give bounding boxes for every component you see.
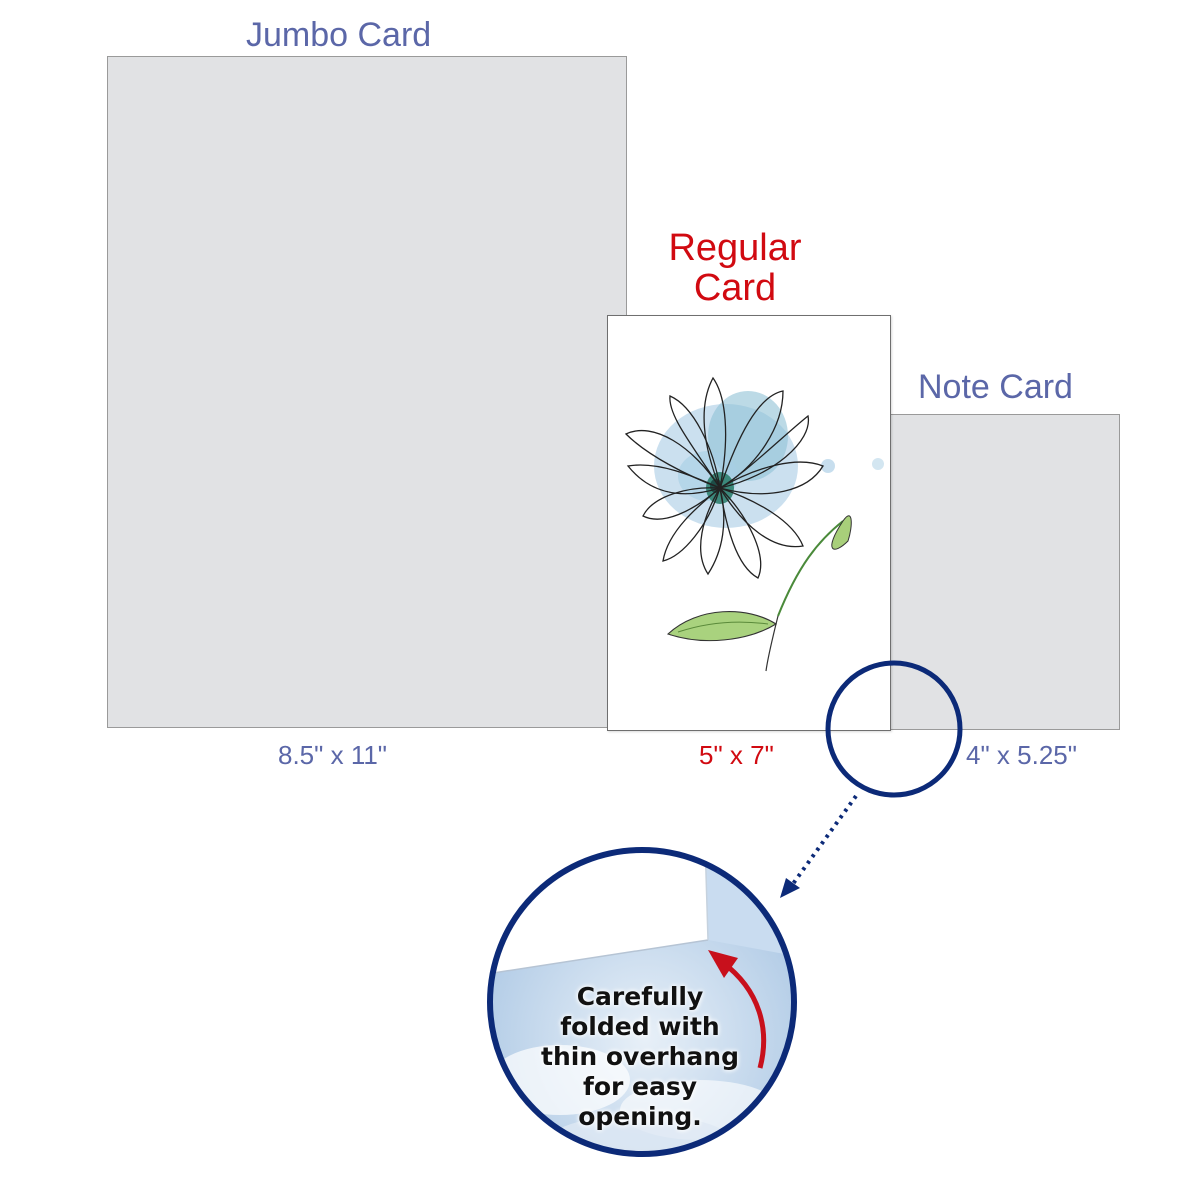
flower-illustration xyxy=(624,376,884,672)
jumbo-card xyxy=(107,56,627,728)
magnify-circle-icon xyxy=(825,660,963,798)
dotted-arrow-icon xyxy=(780,794,858,898)
jumbo-card-title: Jumbo Card xyxy=(246,16,432,54)
jumbo-card-size: 8.5ʺ x 11ʺ xyxy=(278,740,388,770)
note-card-title: Note Card xyxy=(918,368,1073,406)
note-card xyxy=(890,414,1120,730)
note-card-size: 4ʺ x 5.25ʺ xyxy=(966,740,1077,770)
regular-card xyxy=(607,315,891,731)
regular-card-size: 5ʺ x 7ʺ xyxy=(699,740,774,770)
curved-arrow-icon xyxy=(708,950,767,1069)
regular-card-title: Regular Card xyxy=(668,227,802,309)
callout-text: Carefully folded with thin overhang for … xyxy=(541,982,739,1131)
